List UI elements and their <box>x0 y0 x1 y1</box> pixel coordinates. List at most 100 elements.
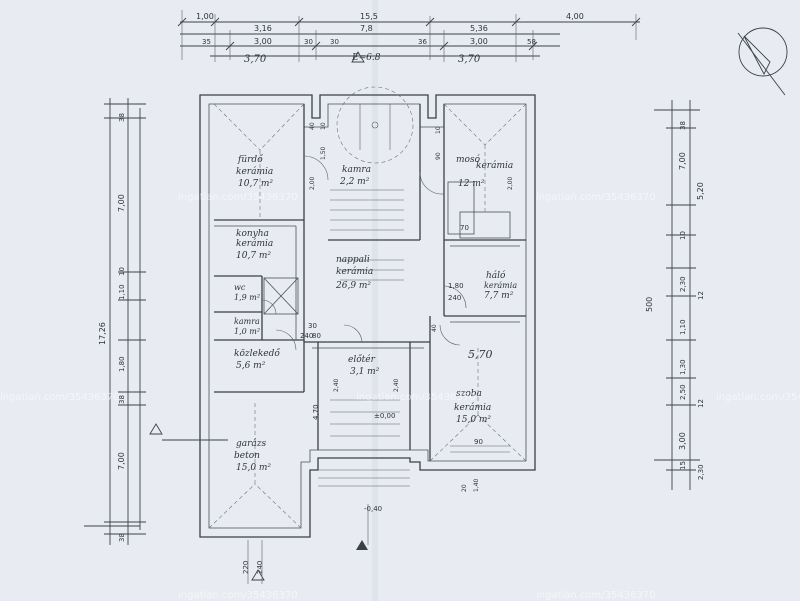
room-1-area: 10,7 m² <box>238 179 273 189</box>
dim-right-12: 15 <box>679 461 687 470</box>
dim-right-1: 38 <box>679 121 687 130</box>
inner-dim-3: 10 <box>320 122 327 130</box>
dim-left-4: 10 <box>118 267 126 276</box>
room-4-area: 10,7 m² <box>236 251 271 261</box>
building-walls <box>199 94 536 538</box>
dim-top-6: 4,00 <box>566 12 584 21</box>
watermark-5: ingatlan.com/35436370 <box>716 392 800 403</box>
inner-dim-12: 1,80 <box>448 282 464 290</box>
room-5-floor: kerámia <box>336 266 373 277</box>
room-1-floor: kerámia <box>236 166 273 177</box>
room-1-name: fürdő <box>237 154 263 165</box>
watermarks: ingatlan.com/35436370 ingatlan.com/35436… <box>0 192 800 601</box>
room-10-area: 3,1 m² <box>350 367 380 377</box>
watermark-6: ingatlan.com/35436370 <box>178 590 298 601</box>
dim-top-12: 3,00 <box>470 37 488 46</box>
dim-left-5: 1,10 <box>118 284 126 300</box>
inner-dim-20: ±0,00 <box>374 412 395 420</box>
room-2-area: 2,2 m² <box>339 177 370 187</box>
dim-right-4: 10 <box>679 231 687 240</box>
dim-top-3: 15,5 <box>360 12 378 21</box>
dim-left-6: 1,80 <box>118 356 126 372</box>
inner-dimension-labels: 2,00 1,50 10 40 90 10 70 30 80 240 2,00 … <box>242 122 654 574</box>
watermark-2: ingatlan.com/35436370 <box>536 192 656 203</box>
room-12-area: 15,0 m² <box>236 463 271 473</box>
dim-right-10: 12 <box>697 399 705 408</box>
dim-top-15: 3,70 <box>458 54 481 65</box>
inner-dim-4: 40 <box>309 122 316 130</box>
left-dimension-lines <box>84 98 146 545</box>
room-6-area: 7,7 m² <box>484 291 514 301</box>
dim-right-6: 12 <box>697 291 705 300</box>
inner-dim-15: 4,70 <box>312 404 320 420</box>
dim-right-11: 3,00 <box>678 432 687 450</box>
room-11-area: 15,0 m² <box>456 415 491 425</box>
roof-ridge-lines <box>208 103 527 529</box>
watermark-4: ingatlan.com/35436370 <box>356 392 476 403</box>
dim-top-13: 58 <box>527 38 536 46</box>
room-6-name: háló <box>486 270 506 281</box>
dim-right-3: 5,20 <box>696 182 705 200</box>
dim-right-13: 2,30 <box>697 464 705 480</box>
inner-dim-26: 500 <box>645 297 654 312</box>
room-12-floor: beton <box>234 451 260 461</box>
inner-dim-10: 240 <box>300 332 313 340</box>
inner-dim-8: 30 <box>308 322 317 330</box>
inner-dim-2: 1,50 <box>320 146 327 160</box>
dim-right-7: 1,10 <box>679 319 687 335</box>
inner-dim-11: 2,00 <box>507 176 514 190</box>
inner-dim-9: 80 <box>312 332 321 340</box>
inner-dim-14: 5,70 <box>468 348 493 361</box>
room-2-name: kamra <box>342 165 371 175</box>
dim-top-14: 3,70 <box>244 54 267 65</box>
dim-top-11: 36 <box>418 38 427 46</box>
inner-dim-19: 20 <box>461 484 468 492</box>
room-3-area: 12 m² <box>458 179 485 189</box>
room-10-name: előtér <box>348 354 376 365</box>
watermark-1: ingatlan.com/35436370 <box>178 192 298 203</box>
inner-dim-22: 2,40 <box>333 378 340 392</box>
inner-dim-25: 240 <box>256 561 264 574</box>
room-6-floor: kerámia <box>484 281 517 290</box>
inner-dim-18: 1,40 <box>473 478 480 492</box>
inner-dim-24: 220 <box>242 561 250 574</box>
room-12-name: garázs <box>236 438 267 449</box>
inner-dim-21: -0,40 <box>364 505 382 513</box>
dim-left-2: 7,00 <box>117 194 126 212</box>
dim-left-3: 17,26 <box>98 322 107 345</box>
dim-left-7: 38 <box>118 395 126 404</box>
north-arrow-icon <box>737 27 788 96</box>
inner-dim-1: 2,00 <box>309 176 316 190</box>
inner-dim-23: 2,40 <box>393 378 400 392</box>
north-marker-label: E=6.8 <box>351 53 381 63</box>
room-11-name: szoba <box>456 389 482 399</box>
inner-dim-6: 10 <box>435 126 442 134</box>
dim-top-10: 30 <box>330 38 339 46</box>
room-5-name: nappali <box>336 255 370 265</box>
dim-top-4: 7,8 <box>360 24 373 33</box>
room-4-name: konyha <box>236 229 269 239</box>
room-11-floor: kerámia <box>454 402 491 413</box>
right-dimension-lines <box>654 100 700 490</box>
level-markers <box>149 51 369 584</box>
room-7-name: wc <box>234 283 246 292</box>
stair-hatching <box>318 189 510 487</box>
dim-top-8: 3,00 <box>254 37 272 46</box>
dim-top-1: 1,00 <box>196 12 214 21</box>
dim-right-8: 1,30 <box>679 359 687 375</box>
room-8-area: 1,0 m² <box>234 327 260 336</box>
left-dimension-texts: 38 7,00 17,26 10 1,10 1,80 38 7,00 38 <box>98 113 126 542</box>
room-7-area: 1,9 m² <box>234 293 260 302</box>
watermark-3: ingatlan.com/35436370 <box>0 392 120 403</box>
top-dimension-texts: 1,00 3,16 15,5 7,8 5,36 4,00 35 3,00 30 … <box>196 12 584 65</box>
room-9-area: 5,6 m² <box>236 361 266 371</box>
dim-right-2: 7,00 <box>678 152 687 170</box>
dim-left-1: 38 <box>118 113 126 122</box>
dim-top-7: 35 <box>202 38 211 46</box>
dim-left-8: 7,00 <box>117 452 126 470</box>
paper-fold <box>372 0 378 601</box>
dim-top-2: 3,16 <box>254 24 272 33</box>
room-3-name: mosó <box>456 154 481 165</box>
